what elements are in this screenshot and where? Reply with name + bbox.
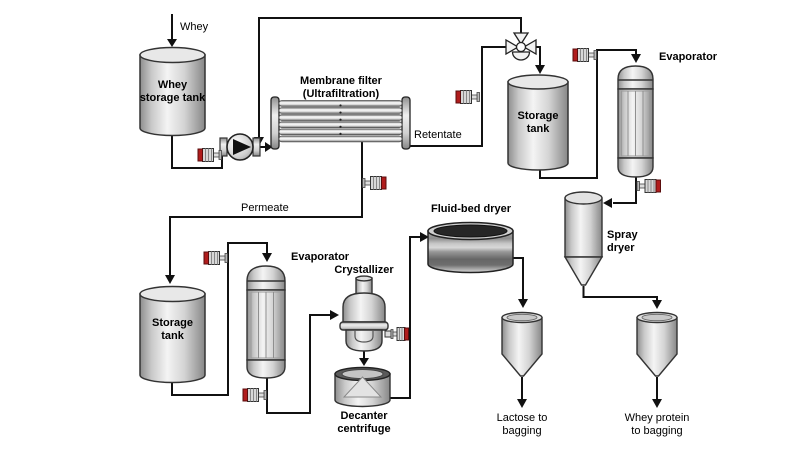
pipe-decanter-to-fluidbed [388, 236, 420, 399]
label-evaporator-top: Evaporator [659, 51, 718, 63]
arrowhead-icon [167, 39, 177, 47]
pipe-recycle [258, 17, 522, 147]
pipe-spray-to-hopper [582, 286, 658, 300]
arrowhead-icon [330, 310, 339, 320]
pipe-network [169, 14, 658, 414]
pipe-storage-to-evaporator [539, 49, 637, 179]
arrowhead-icon [420, 232, 429, 242]
membrane-dots [339, 104, 342, 135]
instrument-valve-icon [203, 251, 228, 265]
three-way-valve-icon [505, 32, 537, 61]
label-crystallizer: Crystallizer [334, 264, 394, 276]
pump-icon [219, 133, 261, 161]
arrowhead-icon [517, 399, 527, 408]
label-whey-inlet: Whey [180, 21, 209, 33]
spray-dryer [563, 191, 604, 286]
arrowhead-icon [165, 275, 175, 284]
label-storage-tank-top: Storage tank [517, 110, 559, 135]
label-evaporator-bottom: Evaporator [291, 251, 350, 263]
instrument-valve-icon [390, 327, 409, 341]
arrowhead-icon [631, 54, 641, 63]
membrane-filter [270, 96, 411, 150]
pipe-tank-to-pump [171, 135, 223, 169]
pipe-evaporator-to-spray-dryer [613, 177, 637, 204]
arrowhead-icon [603, 198, 612, 208]
label-whey-protein-output: Whey protein to bagging [624, 412, 690, 437]
arrowhead-icon [262, 253, 272, 262]
pipe-fluidbed-to-hopper [513, 257, 524, 299]
label-lactose-output: Lactose to bagging [496, 412, 548, 437]
arrowhead-icon [359, 358, 369, 366]
whey-protein-hopper [636, 311, 678, 377]
arrowhead-icon [265, 142, 273, 152]
crystallizer [339, 275, 392, 352]
fluid-bed-dryer [427, 221, 514, 274]
evaporator-bottom [246, 265, 286, 379]
arrowhead-icon [535, 65, 545, 74]
flow-arrowheads [165, 39, 662, 408]
label-spray-dryer: Spray dryer [607, 229, 638, 254]
decanter-centrifuge [334, 366, 391, 408]
arrowhead-icon [518, 299, 528, 308]
arrowhead-icon [652, 399, 662, 408]
storage-tank-top [507, 74, 569, 171]
instrument-valve-icon [636, 179, 661, 193]
evaporator-top [617, 65, 654, 178]
label-whey-storage-tank: Whey storage tank [139, 79, 206, 104]
label-fluid-bed-dryer: Fluid-bed dryer [430, 203, 512, 215]
label-membrane-filter: Membrane filter (Ultrafiltration) [300, 75, 382, 100]
whey-storage-tank [139, 46, 206, 137]
instrument-valve-icon [197, 148, 222, 162]
arrowhead-icon [652, 300, 662, 309]
pipe-storage2-to-evaporator2 [171, 242, 268, 396]
storage-tank-bottom [139, 285, 206, 384]
label-storage-tank-bottom: Storage tank [152, 317, 193, 342]
label-retentate: Retentate [414, 129, 462, 141]
label-decanter-centrifuge: Decanter centrifuge [337, 410, 391, 435]
lactose-hopper [501, 311, 543, 377]
label-permeate: Permeate [241, 202, 289, 214]
pipe-valve-to-storage [535, 46, 541, 65]
instrument-valve-icon [572, 48, 597, 62]
pipe-evaporator2-to-crystallizer [266, 314, 330, 414]
instrument-valve-icon [242, 388, 267, 402]
instrument-valve-icon [362, 176, 387, 190]
pipe-retentate [410, 46, 507, 147]
instrument-valve-icon [455, 90, 480, 104]
pipe-permeate [169, 142, 363, 275]
